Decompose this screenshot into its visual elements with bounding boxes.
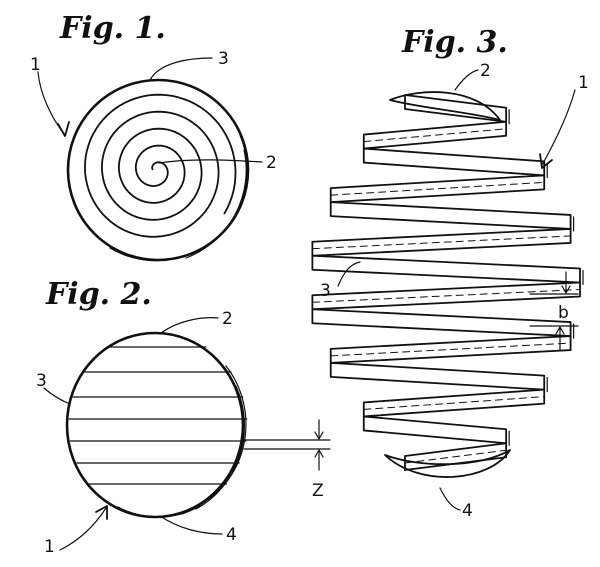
fig3-leader-2: [454, 69, 479, 91]
fig3-band-hidden-10: [330, 342, 572, 357]
fig3-band-hidden-14: [404, 449, 507, 464]
fig3-top-cap: [389, 91, 501, 121]
fig3-ref-body: 1: [578, 73, 589, 93]
fig3-band-11: [329, 361, 546, 391]
fig3-arrowhead-1: [539, 153, 553, 169]
fig1-disc-outline: [66, 78, 250, 262]
fig3-band-4: [329, 174, 546, 204]
fig3-band-hidden-4: [330, 181, 545, 196]
figure-1: Fig. 1. 3 2 1: [30, 11, 277, 262]
fig3-leader-4: [439, 487, 461, 511]
fig3-band-hidden-2: [363, 128, 507, 143]
fig1-arrowhead-1: [57, 121, 70, 137]
fig1-spiral-wound-strip: [84, 93, 237, 238]
fig3-band-7: [311, 254, 581, 284]
fig2-shade-4: [117, 505, 201, 518]
fig2-sphere-outline: [65, 331, 245, 519]
fig2-arrowhead-1: [95, 505, 108, 520]
fig2-dim-head-upper: [314, 431, 324, 440]
fig3-band-13: [362, 415, 508, 445]
fig3-band-hidden-12: [363, 396, 545, 410]
fig3-band-9: [311, 308, 572, 337]
fig1-leader-2: [159, 159, 263, 164]
fig2-arrow-1: [59, 507, 107, 551]
fig2-dim-head-lower: [314, 449, 324, 458]
fig3-ref-bottom: 4: [462, 501, 473, 521]
fig3-arrow-1: [541, 89, 576, 166]
figure-2: Fig. 2. 2 3 1 4 Z: [36, 277, 331, 557]
figure-1-title: Fig. 1.: [59, 11, 166, 46]
fig3-band-5: [329, 201, 572, 230]
fig1-edge-shade-3: [185, 149, 247, 259]
fig1-ref-edge: 3: [218, 49, 229, 69]
fig2-leader-3: [43, 387, 71, 405]
fig2-ref-layer: 3: [36, 371, 47, 391]
fig3-band-hidden-8: [311, 289, 581, 303]
fig3-band-hidden-6: [311, 235, 572, 250]
fig3-ref-top: 2: [480, 61, 491, 81]
fig1-arrow-1: [37, 71, 65, 135]
figure-3: Fig. 3. 2 1 3 b 4: [311, 25, 589, 521]
fig3-ref-pitch: b: [558, 303, 569, 323]
figure-2-title: Fig. 2.: [45, 277, 152, 312]
fig2-leader-2: [159, 317, 219, 335]
fig3-dim-head-upper: [561, 285, 571, 294]
fig3-band-3: [362, 147, 546, 177]
fig3-band-2: [362, 120, 508, 150]
fig2-layer-lines: [68, 346, 248, 485]
fig3-band-6: [311, 228, 572, 257]
fig1-ref-body: 1: [30, 55, 41, 75]
fig3-helical-strip: [311, 91, 584, 478]
fig2-ref-bottom: 4: [226, 525, 237, 545]
fig2-ref-body: 1: [44, 537, 55, 557]
fig2-shade-3: [181, 404, 245, 515]
fig3-bottom-cap: [384, 449, 511, 478]
fig2-shade-2: [195, 385, 245, 510]
fig1-ref-center: 2: [266, 153, 277, 173]
fig2-ref-thickness: Z: [312, 481, 324, 501]
fig1-leader-3: [149, 57, 213, 81]
fig1-edge-shade-4: [109, 247, 191, 262]
figure-3-title: Fig. 3.: [401, 25, 508, 60]
fig2-ref-top: 2: [222, 309, 233, 329]
fig3-dim-head-lower: [555, 326, 565, 335]
fig2-leader-4: [159, 515, 223, 535]
fig3-leader-3: [337, 261, 361, 287]
fig3-ref-strip: 3: [320, 281, 331, 301]
